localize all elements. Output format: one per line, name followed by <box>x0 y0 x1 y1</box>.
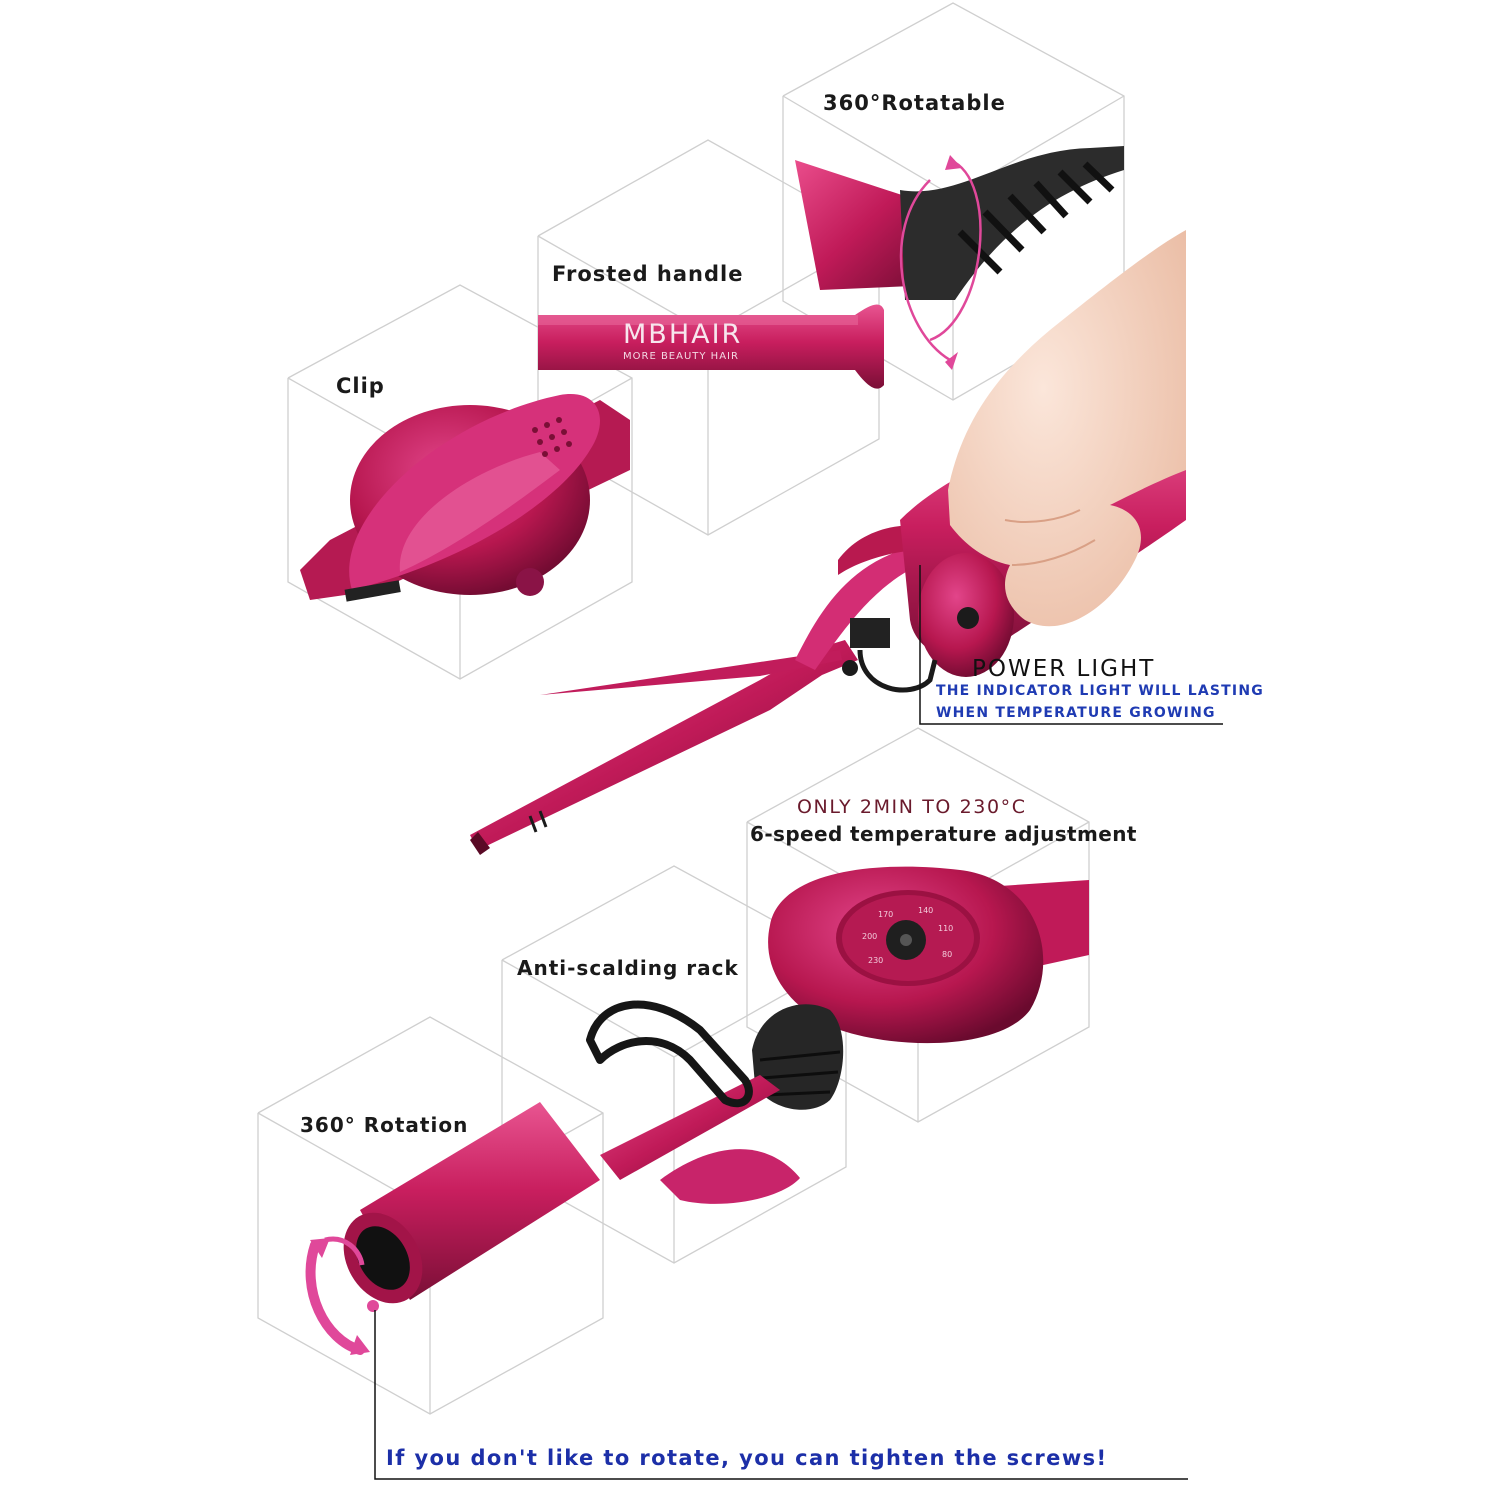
dial-mark: 170 <box>878 910 894 919</box>
dial-mark: 230 <box>868 956 884 965</box>
clip-grip-dots <box>532 417 572 457</box>
dial-mark: 140 <box>918 906 934 915</box>
label-clip: Clip <box>336 374 385 398</box>
main-curler-illustration <box>470 230 1223 855</box>
swivel-cord-illustration <box>795 146 1124 370</box>
power-note-line-1: THE INDICATOR LIGHT WILL LASTING <box>936 683 1264 699</box>
clip-illustration <box>300 394 630 602</box>
label-heat-speed: ONLY 2MIN TO 230°C <box>797 796 1027 818</box>
label-frosted-handle: Frosted handle <box>552 262 744 286</box>
dial-mark: 80 <box>942 950 953 959</box>
brand-logo-tagline: MORE BEAUTY HAIR <box>623 351 739 362</box>
anti-scald-rack-illustration <box>586 1000 800 1204</box>
label-360-rotatable: 360°Rotatable <box>823 91 1006 115</box>
dial-mark: 110 <box>938 924 954 933</box>
label-temperature-adjustment: 6-speed temperature adjustment <box>750 822 1137 846</box>
brand-logo-name: MBHAIR <box>623 319 743 350</box>
dial-mark: 200 <box>862 932 878 941</box>
rotation-barrel-illustration <box>305 1102 1188 1480</box>
label-anti-scalding-rack: Anti-scalding rack <box>517 956 739 980</box>
cord-ribs <box>957 161 1115 275</box>
temperature-dial-illustration <box>752 866 1089 1110</box>
label-power-light: POWER LIGHT <box>972 656 1156 682</box>
label-tighten-screws-note: If you don't like to rotate, you can tig… <box>386 1446 1108 1470</box>
power-note-line-2: WHEN TEMPERATURE GROWING <box>936 705 1216 721</box>
label-360-rotation: 360° Rotation <box>300 1113 469 1137</box>
frosted-handle-illustration <box>538 304 884 389</box>
